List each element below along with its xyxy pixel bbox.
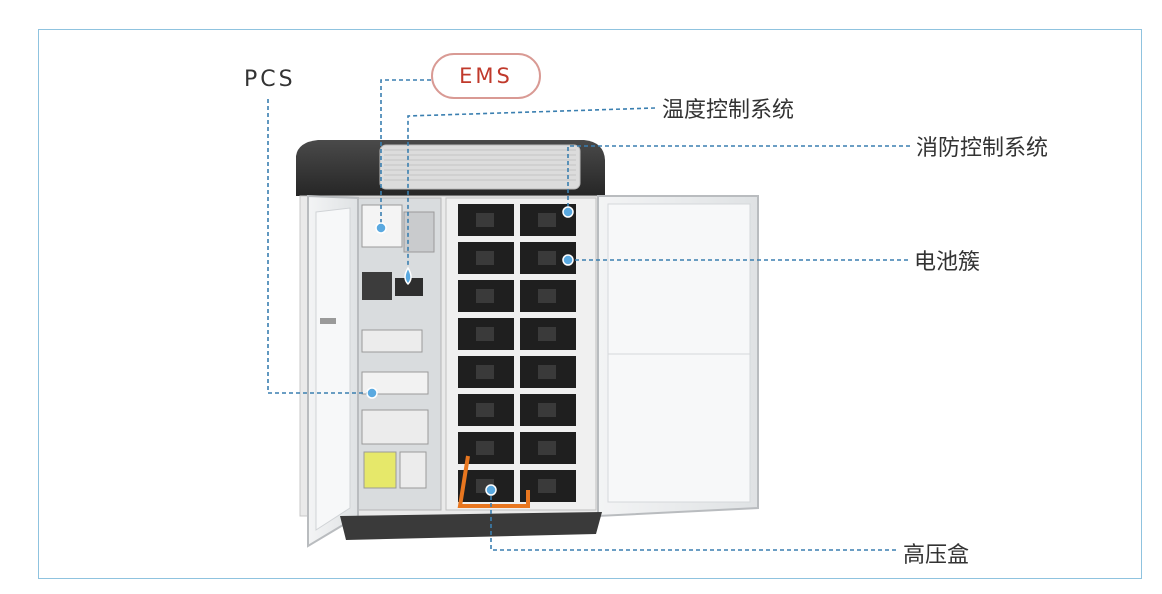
battery-module-terminal	[476, 251, 494, 265]
battery-module-terminal	[476, 213, 494, 227]
ems-marker	[375, 222, 387, 234]
battery-module-terminal	[538, 327, 556, 341]
fire-marker	[562, 206, 574, 218]
ems-label: EMS	[459, 64, 513, 88]
markers	[366, 206, 574, 496]
hv-marker	[485, 484, 497, 496]
battery-module-terminal	[538, 289, 556, 303]
battery-module-terminal	[476, 365, 494, 379]
battery-module-terminal	[476, 289, 494, 303]
pcs-marker	[366, 387, 378, 399]
leader-lines	[267, 79, 910, 551]
battery-marker	[562, 254, 574, 266]
battery-module-terminal	[538, 403, 556, 417]
battery-module-terminal	[538, 479, 556, 493]
battery-module-terminal	[476, 441, 494, 455]
hv-box-label: 高压盒	[903, 543, 970, 568]
water-drop-icon	[404, 266, 412, 286]
diagram-frame	[38, 29, 1142, 579]
cabinet-top-vent	[379, 144, 581, 190]
ems-leader	[380, 79, 431, 228]
cabinet-base	[340, 512, 602, 540]
temp-control-label: 温度控制系统	[662, 98, 795, 123]
pcs-leader	[267, 99, 372, 394]
temp-leader	[407, 107, 656, 276]
battery-module-terminal	[538, 213, 556, 227]
battery-module-terminal	[476, 403, 494, 417]
fire-leader	[567, 145, 910, 212]
battery-module-terminal	[538, 441, 556, 455]
battery-module-terminal	[538, 365, 556, 379]
ems-label-pill: EMS	[431, 53, 541, 99]
pcs-label: PCS	[244, 67, 296, 92]
battery-module-terminal	[538, 251, 556, 265]
battery-module-terminal	[476, 327, 494, 341]
fire-control-label: 消防控制系统	[916, 136, 1049, 161]
battery-cluster-label: 电池簇	[914, 250, 981, 275]
hv-leader	[490, 490, 896, 551]
